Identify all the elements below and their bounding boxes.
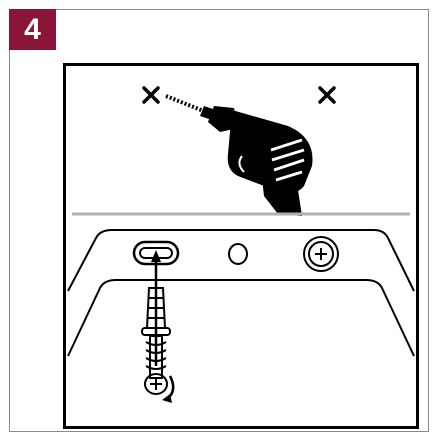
illustration-frame: [63, 63, 419, 429]
step-panel: [9, 9, 429, 432]
power-drill-icon: [165, 94, 313, 216]
rotate-arrow-icon: [162, 375, 175, 403]
step-number-badge: 4: [9, 9, 56, 50]
mounting-hole: [228, 243, 248, 265]
mounting-illustration: [67, 86, 415, 403]
cross-icon: [318, 86, 336, 104]
screw-icon: [303, 236, 339, 272]
bracket-inner-edge: [67, 279, 415, 357]
screw-icon: [144, 335, 168, 395]
cross-icon: [142, 86, 160, 104]
bracket-outer-edge: [67, 229, 415, 292]
